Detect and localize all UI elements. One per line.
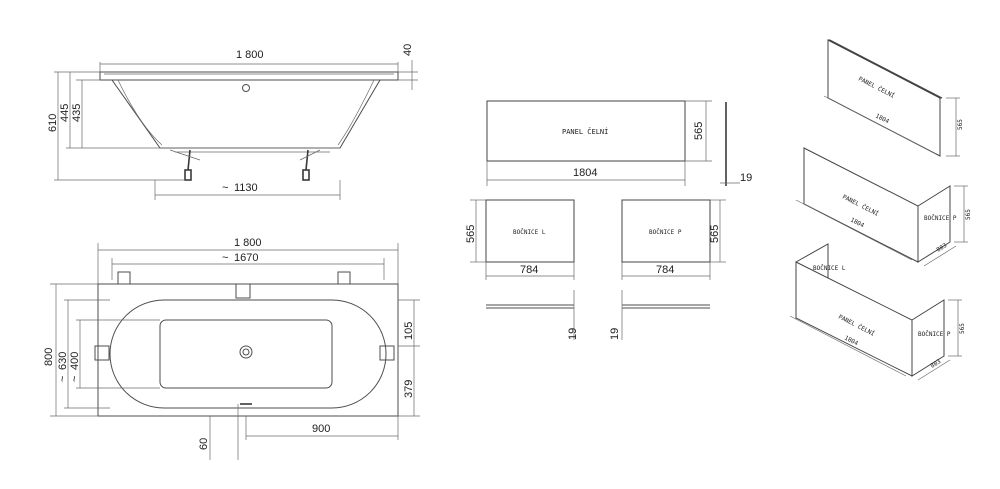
iso-front-panel: PANEL ČELNÍ 1804 565: [823, 39, 964, 157]
iso3-left-label: BOČNICE L: [813, 265, 846, 272]
iso3-height-label: 565: [959, 323, 966, 334]
front-panel-height-label: 565: [693, 122, 705, 140]
iso3-side-length-label: 803: [929, 358, 942, 370]
drain-offset-label: 60: [198, 438, 210, 450]
inner-length-label: 1670: [234, 252, 258, 264]
front-panel-thickness-label: 19: [740, 172, 752, 184]
front-panel-label: PANEL ČELNÍ: [562, 127, 608, 136]
approx-symbol-2: ~: [222, 252, 228, 264]
side-panel-left-height-label: 565: [465, 225, 477, 243]
side-panel-left-thickness-label: 19: [567, 328, 579, 340]
side-length-label: 1 800: [236, 49, 264, 61]
approx-symbol: ~: [222, 182, 228, 194]
iso3-right-label: BOČNICE P: [918, 331, 951, 338]
width-630-label: 630: [57, 352, 69, 370]
iso2-height-label: 565: [965, 209, 972, 220]
approx-symbol-4: ~: [69, 376, 81, 382]
width-400-label: 400: [69, 352, 81, 370]
side-panel-right-thickness-label: 19: [609, 328, 621, 340]
iso-three-panels: BOČNICE L PANEL ČELNÍ BOČNICE P 1804 803…: [789, 243, 966, 381]
top-view: 1 800 ~ 1670 800 ~ 630: [43, 237, 420, 460]
iso1-height-label: 565: [957, 119, 964, 130]
approx-symbol-3: ~: [57, 376, 69, 382]
leg-spacing-label: 1130: [234, 182, 258, 194]
side-panel-right-height-label: 565: [709, 225, 721, 243]
drain-length-label: 900: [312, 423, 330, 435]
side-panel-left-length-label: 784: [520, 264, 538, 276]
rim-thickness-label: 40: [402, 44, 414, 56]
height-610-label: 610: [47, 114, 59, 132]
front-panel-length-label: 1804: [573, 167, 597, 179]
side-panel-right-label: BOČNICE P: [649, 229, 682, 236]
height-435-label: 435: [71, 104, 83, 122]
top-length-label: 1 800: [234, 237, 262, 249]
side-panel-right-length-label: 784: [656, 264, 674, 276]
side-panel-right-drawing: BOČNICE P 784 565 19: [609, 199, 726, 340]
iso2-side-length-label: 803: [935, 242, 948, 254]
height-445-label: 445: [59, 104, 71, 122]
offset-105-label: 105: [403, 322, 415, 340]
width-800-label: 800: [43, 348, 55, 366]
side-view: 1 800 40 610 445 435: [47, 44, 418, 200]
side-panel-left-drawing: BOČNICE L 784 565 19: [465, 199, 579, 340]
iso2-side-label: BOČNICE P: [924, 215, 957, 222]
iso-front-side-right: PANEL ČELNÍ BOČNICE P 1804 803 565: [795, 147, 972, 267]
side-panel-left-label: BOČNICE L: [513, 229, 546, 236]
offset-379-label: 379: [403, 380, 415, 398]
front-panel-drawing: PANEL ČELNÍ 1804 565 19: [486, 100, 752, 186]
